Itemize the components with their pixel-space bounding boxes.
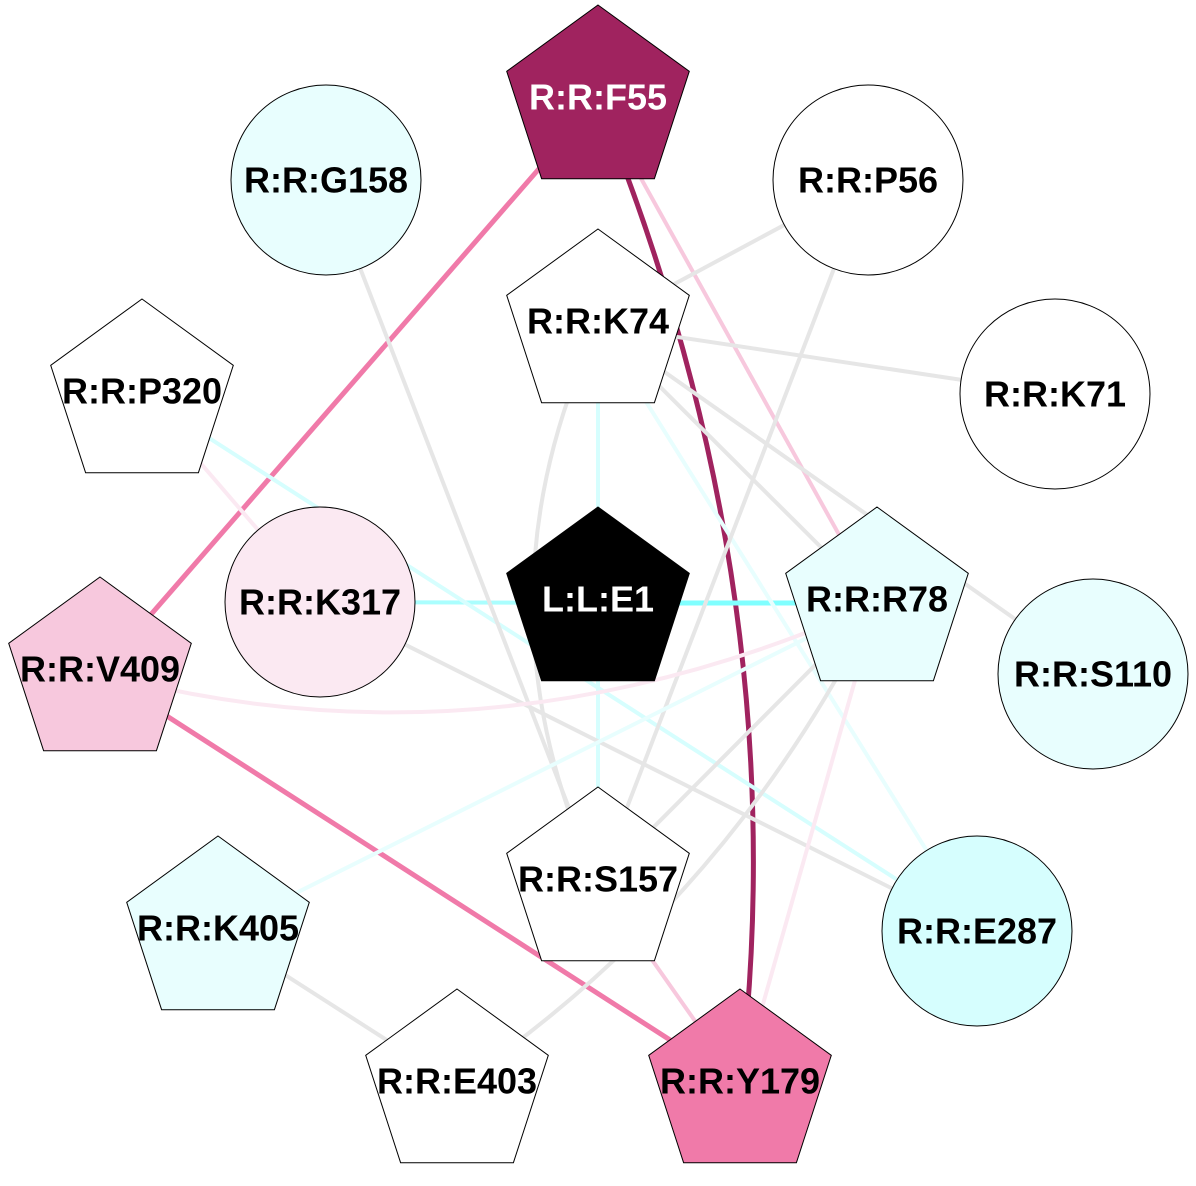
node-K317[interactable]: R:R:K317 (224, 506, 416, 698)
node-K405[interactable]: R:R:K405 (126, 835, 310, 1011)
edge-F55-V409 (98, 99, 600, 675)
node-pentagon-shape (365, 988, 549, 1164)
edge-R78-K405 (217, 601, 878, 934)
node-pentagon-shape (506, 228, 690, 404)
node-label: R:R:S157 (518, 859, 678, 900)
node-circle-shape (997, 578, 1189, 770)
node-label: R:R:K405 (137, 908, 299, 949)
node-V409[interactable]: R:R:V409 (8, 576, 192, 752)
node-circle-shape (230, 84, 422, 276)
node-pentagon-shape (50, 298, 234, 474)
node-label: R:R:Y179 (660, 1061, 820, 1102)
edge-R78-E403 (455, 602, 879, 1087)
edge-R78-V409 (99, 601, 878, 715)
node-label: R:R:P56 (798, 160, 938, 201)
node-G158[interactable]: R:R:G158 (230, 84, 422, 276)
node-pentagon-shape (506, 4, 690, 180)
node-pentagon-shape (785, 506, 969, 682)
node-S157[interactable]: R:R:S157 (506, 786, 690, 962)
node-label: R:R:G158 (244, 160, 408, 201)
node-F55[interactable]: R:R:F55 (506, 4, 690, 180)
node-label: R:R:K74 (527, 301, 669, 342)
node-circle-shape (881, 835, 1073, 1027)
node-R78[interactable]: R:R:R78 (785, 506, 969, 682)
node-circle-shape (959, 298, 1151, 490)
node-E1[interactable]: L:L:E1 (506, 506, 690, 682)
node-pentagon-shape (8, 576, 192, 752)
node-S110[interactable]: R:R:S110 (997, 578, 1189, 770)
edge-Y179-R78 (738, 602, 879, 1086)
node-P320[interactable]: R:R:P320 (50, 298, 234, 474)
edge-K317-E287 (319, 600, 978, 933)
node-label: R:R:F55 (529, 77, 667, 118)
node-pentagon-shape (648, 988, 832, 1164)
node-E403[interactable]: R:R:E403 (365, 988, 549, 1164)
edge-F55-R78 (596, 100, 879, 604)
node-label: L:L:E1 (542, 579, 654, 620)
node-E287[interactable]: R:R:E287 (881, 835, 1073, 1027)
node-label: R:R:P320 (62, 371, 222, 412)
node-circle-shape (772, 84, 964, 276)
node-pentagon-shape (506, 786, 690, 962)
node-label: R:R:V409 (20, 649, 180, 690)
node-label: R:R:R78 (806, 579, 948, 620)
node-label: R:R:K317 (239, 582, 401, 623)
node-label: R:R:E403 (377, 1061, 537, 1102)
node-P56[interactable]: R:R:P56 (772, 84, 964, 276)
node-K71[interactable]: R:R:K71 (959, 298, 1151, 490)
edge-F55-Y179 (595, 100, 756, 1086)
node-label: R:R:S110 (1014, 654, 1172, 695)
edge-K74-S110 (596, 323, 1095, 676)
node-K74[interactable]: R:R:K74 (506, 228, 690, 404)
node-label: R:R:E287 (897, 911, 1057, 952)
node-Y179[interactable]: R:R:Y179 (648, 988, 832, 1164)
node-label: R:R:K71 (984, 374, 1126, 415)
node-pentagon-shape (506, 506, 690, 682)
node-circle-shape (224, 506, 416, 698)
edge-V409-Y179 (98, 670, 742, 1088)
edge-K74-E287 (596, 323, 979, 933)
node-pentagon-shape (126, 835, 310, 1011)
